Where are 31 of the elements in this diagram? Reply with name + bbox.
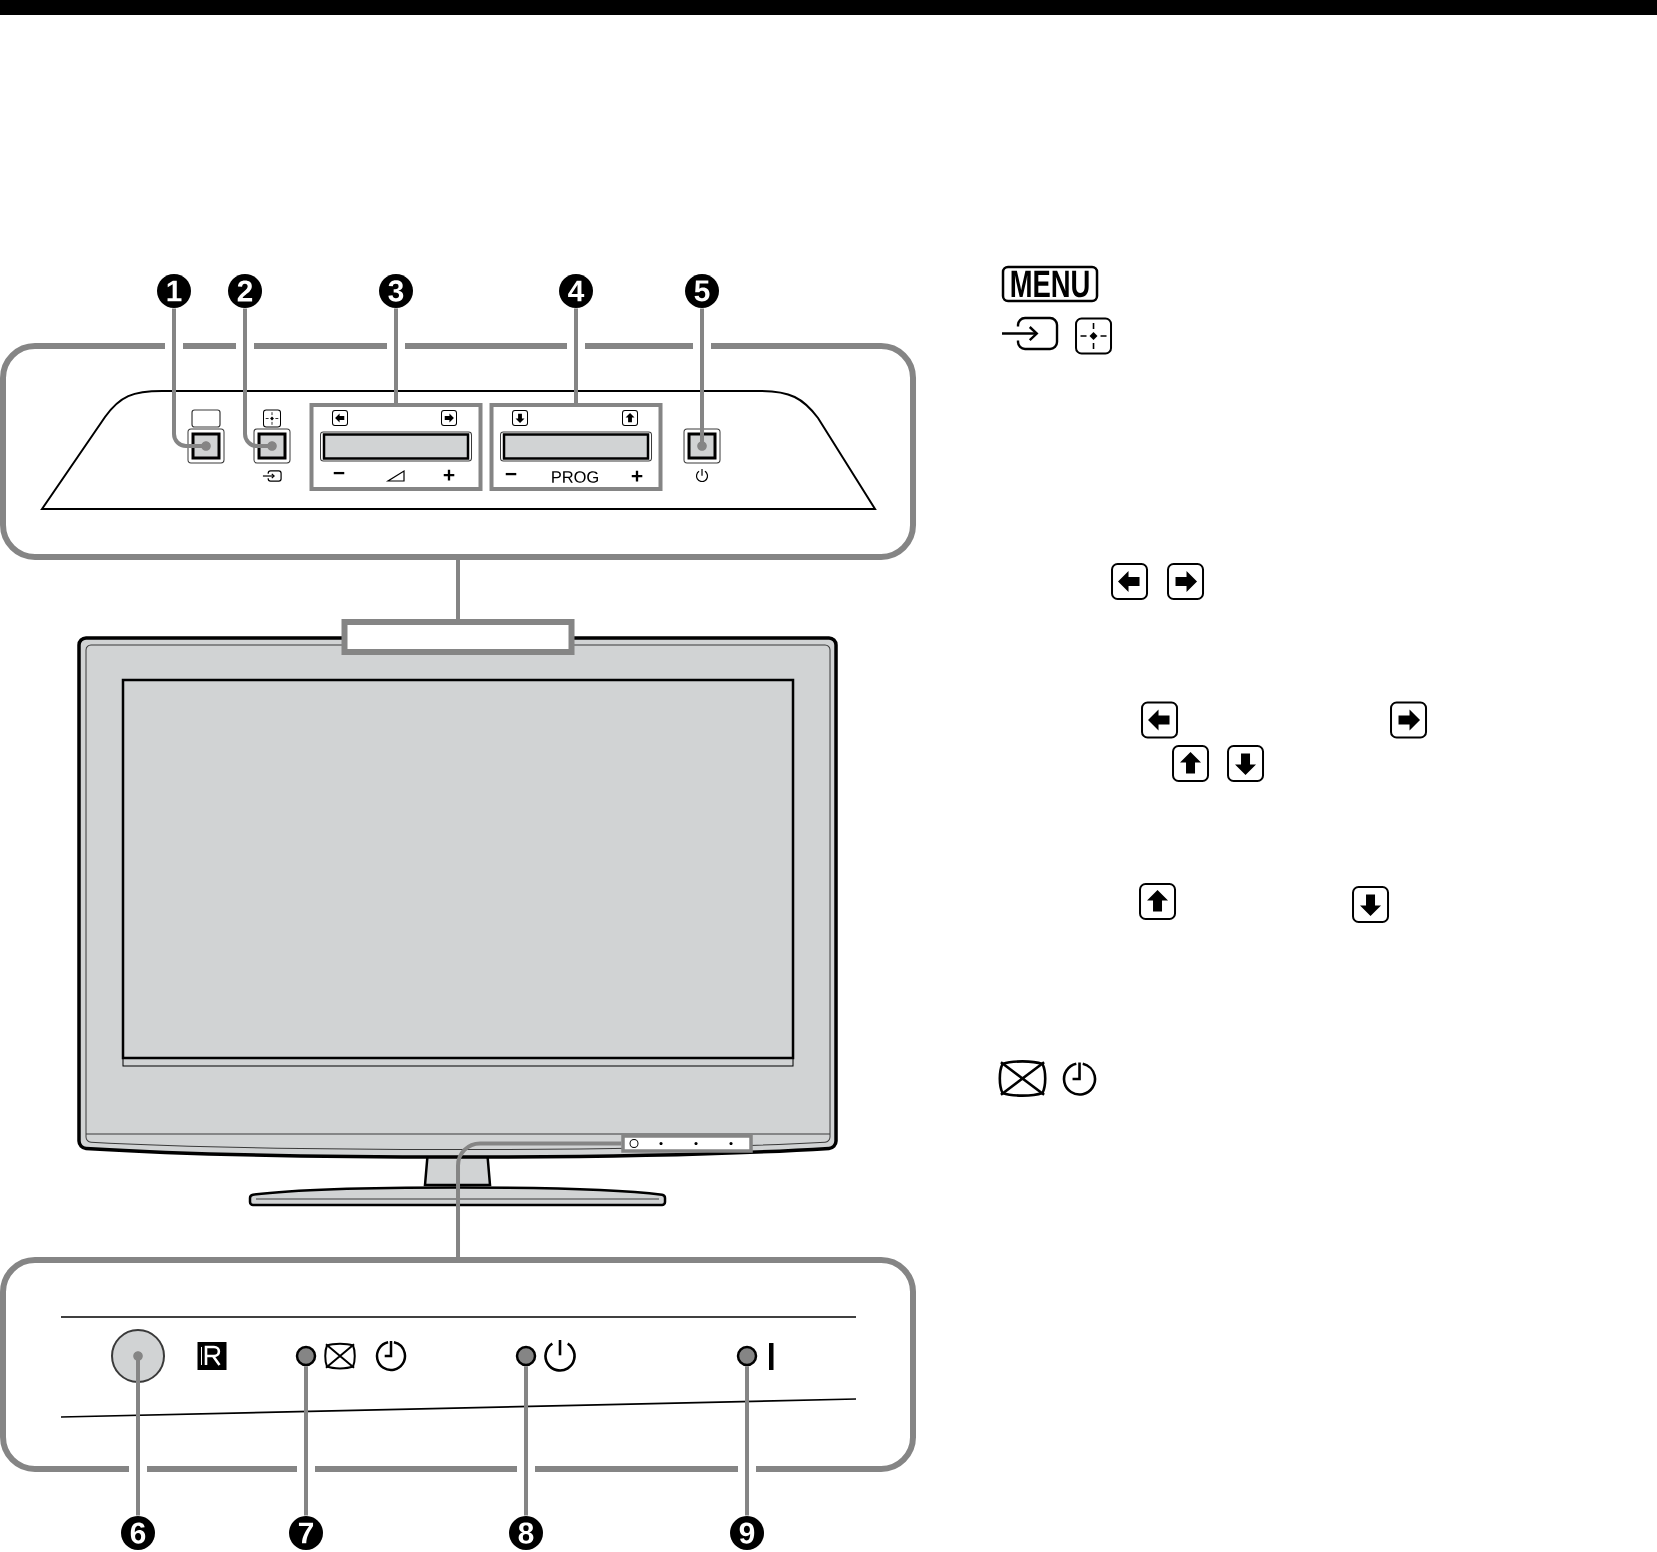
rocker-control: − + bbox=[309, 403, 483, 491]
callout-number: 7 bbox=[289, 1516, 323, 1550]
callout-number: 3 bbox=[379, 274, 413, 308]
callout-number: 6 bbox=[121, 1516, 155, 1550]
connector-line bbox=[456, 557, 460, 619]
leader-line bbox=[524, 1366, 528, 1516]
rocker-control: − PROG + bbox=[489, 403, 663, 491]
sensor-window bbox=[111, 1329, 165, 1383]
leader-line bbox=[574, 308, 578, 403]
callout-number: 1 bbox=[157, 274, 191, 308]
node-label: + bbox=[443, 469, 455, 481]
leader-line bbox=[136, 1356, 140, 1516]
indicator-led bbox=[736, 1345, 758, 1367]
callout-number: 8 bbox=[509, 1516, 543, 1550]
callout-number: 4 bbox=[559, 274, 593, 308]
leader-line bbox=[700, 308, 704, 446]
leader-line bbox=[745, 1366, 749, 1516]
leader-line bbox=[394, 308, 398, 403]
indicator-led bbox=[295, 1345, 317, 1367]
detail-panel bbox=[0, 1257, 916, 1472]
callout-number: 5 bbox=[685, 274, 719, 308]
detail-panel bbox=[0, 343, 916, 560]
leader-line bbox=[304, 1366, 308, 1516]
callout-number: 9 bbox=[730, 1516, 764, 1550]
menu-key: MENU bbox=[1001, 265, 1099, 303]
node-label: − bbox=[333, 471, 345, 475]
connector-line bbox=[456, 1141, 622, 1260]
callout-number: 2 bbox=[228, 274, 262, 308]
leader-line bbox=[243, 308, 272, 448]
highlight-frame bbox=[341, 619, 575, 655]
indicator-led bbox=[515, 1345, 537, 1367]
